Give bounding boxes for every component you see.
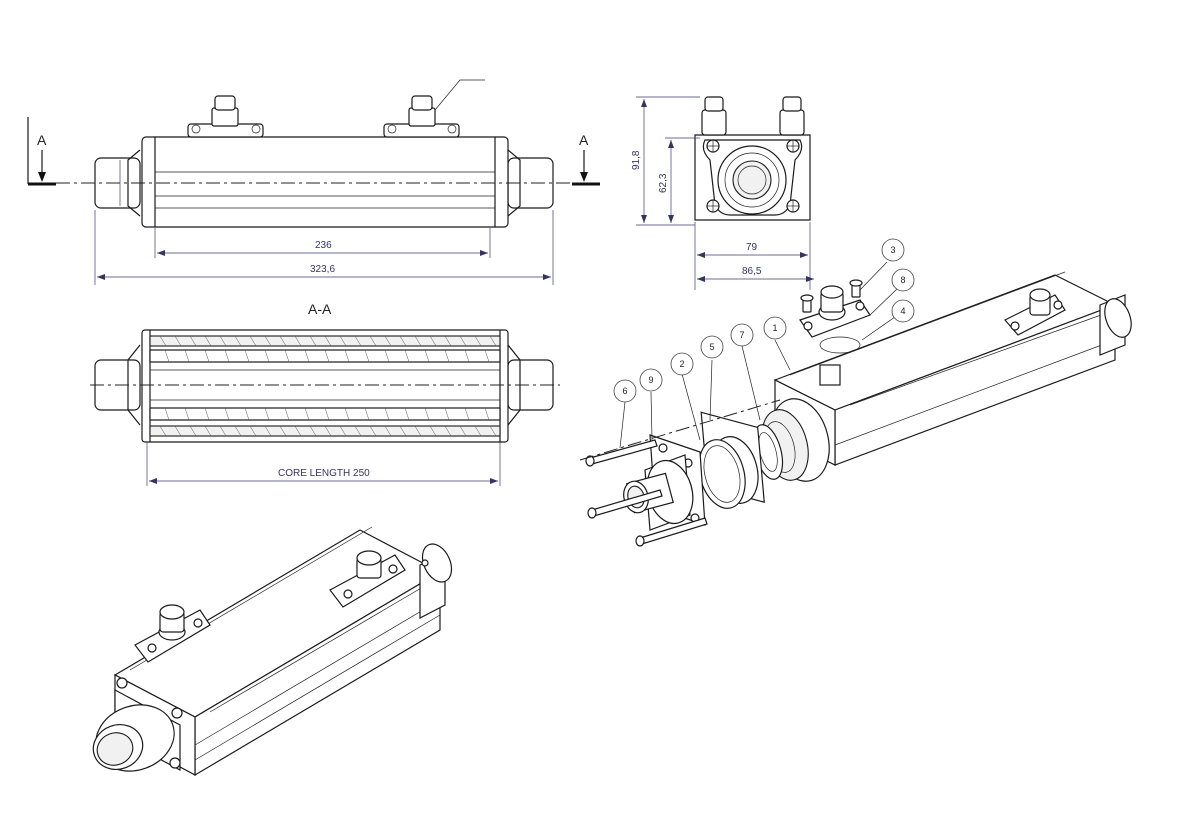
part-number-5: 5 [709,342,714,352]
dim-core-length: CORE LENGTH 250 [278,468,370,479]
dim-port-height: 62,3 [658,173,669,193]
cut-mark-left: A [37,132,47,148]
part-number-8: 8 [900,275,905,285]
dim-overall-length: 323,6 [310,264,335,275]
dim-core-width: 236 [315,240,332,251]
part-number-1: 1 [772,323,777,333]
section-label: A-A [308,301,332,317]
part-number-6: 6 [622,386,627,396]
part-number-9: 9 [648,375,653,385]
dim-height: 91,8 [631,150,642,170]
part-number-3: 3 [890,245,895,255]
dim-flange-width: 79 [746,242,758,253]
part-number-2: 2 [679,359,684,369]
section-view: A-A CORE LENGTH 250 [90,301,560,486]
part-number-7: 7 [739,330,744,340]
exploded-view: 1 2 3 4 5 6 7 8 9 [579,238,1132,547]
isometric-view [92,526,453,777]
front-view: A A [27,79,600,285]
part-number-4: 4 [900,306,905,316]
dim-overall-width: 86,5 [742,266,762,277]
side-view: 91,8 62,3 79 86,5 [631,96,814,290]
cut-mark-right: A [579,132,589,148]
